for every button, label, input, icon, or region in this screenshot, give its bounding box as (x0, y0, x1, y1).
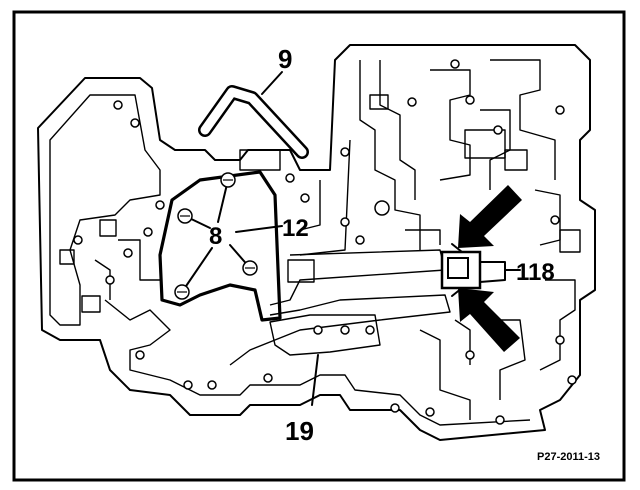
plate-inner-outline (49, 94, 161, 326)
tube (198, 71, 309, 171)
left-details (59, 219, 160, 313)
figure-reference: P27-2011-13 (537, 451, 600, 463)
bolts (174, 172, 258, 300)
holes (73, 59, 577, 425)
callout-118: 118 (516, 259, 555, 286)
clip (440, 243, 521, 297)
separator-band-upper (269, 249, 446, 306)
callout-9: 9 (278, 44, 292, 74)
frame-border (12, 10, 626, 482)
plate-lower-outline (104, 299, 531, 426)
valve-body-outline (37, 44, 596, 441)
callout-12: 12 (282, 215, 309, 242)
passage-block (287, 259, 315, 283)
callout-8: 8 (209, 223, 222, 250)
leader-19 (311, 354, 319, 406)
callout-19: 19 (285, 416, 314, 446)
arrow-icon (458, 288, 520, 352)
cover-plate (158, 170, 282, 322)
lower-channel-plate (269, 314, 381, 356)
arrow-icon (458, 185, 522, 248)
separator-band-lower (229, 294, 451, 366)
channel-network (299, 59, 581, 420)
bolt-leader-lines (181, 179, 283, 293)
